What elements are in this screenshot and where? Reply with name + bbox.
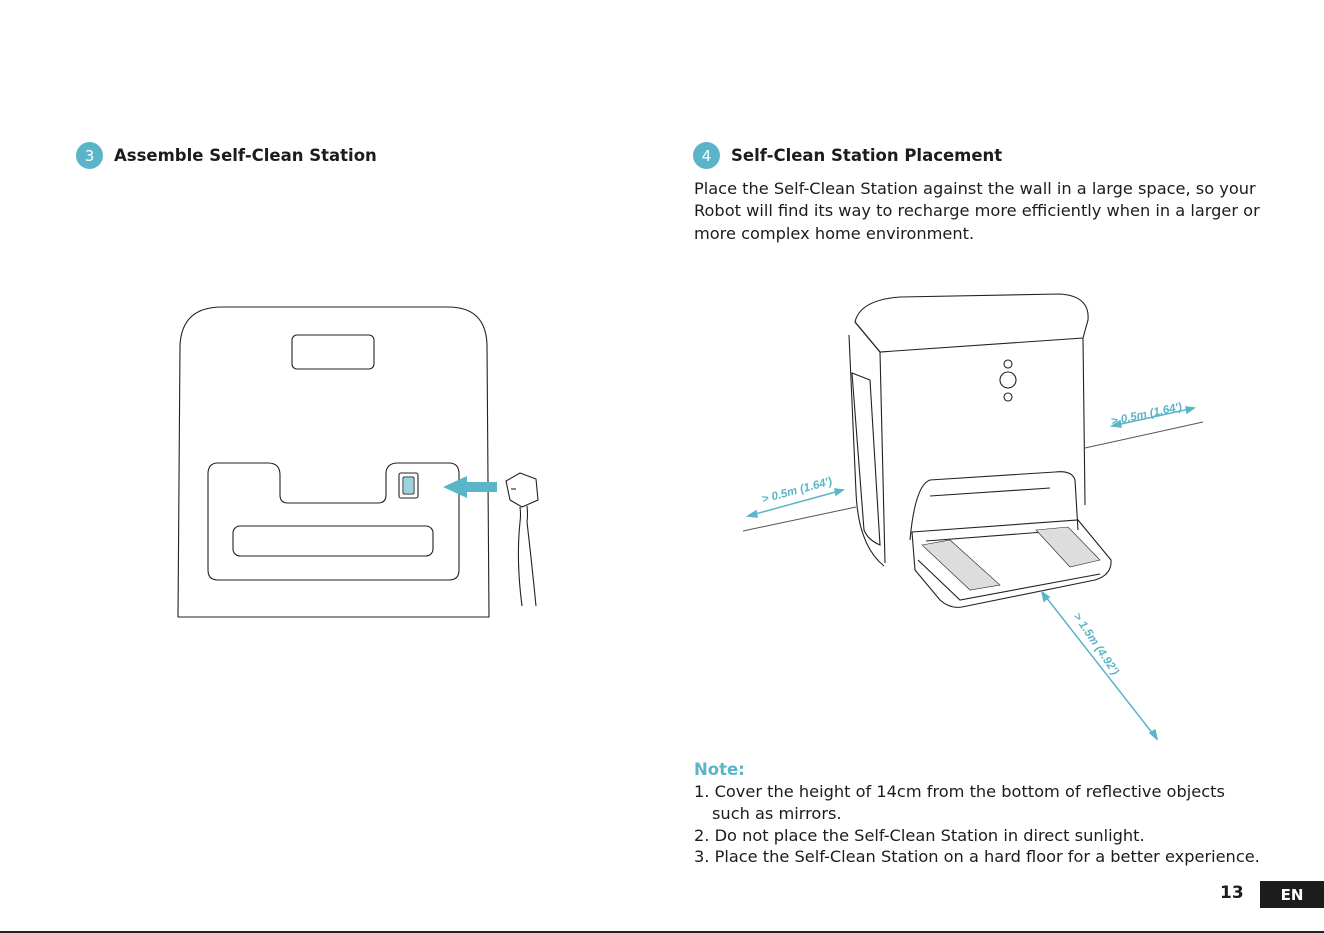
dimension-right-label: > 0.5m (1.64') <box>1110 401 1183 428</box>
step-4-header: 4 Self-Clean Station Placement <box>693 142 1002 169</box>
placement-intro: Place the Self-Clean Station against the… <box>694 179 1260 243</box>
language-tag: EN <box>1260 881 1324 908</box>
note-item: 3. Place the Self-Clean Station on a har… <box>694 847 1260 867</box>
note-item: 2. Do not place the Self-Clean Station i… <box>694 825 1145 845</box>
page-number: 13 <box>1220 883 1244 903</box>
bottom-rule <box>0 931 1324 933</box>
note-title: Note: <box>694 760 745 779</box>
step-3-header: 3 Assemble Self-Clean Station <box>76 142 377 169</box>
note-item: 1. Cover the height of 14cm from the bot… <box>694 782 1225 823</box>
dimension-front-label: > 1.5m (4.92') <box>1071 611 1121 678</box>
step-3-badge: 3 <box>76 142 103 169</box>
note-list: 1. Cover the height of 14cm from the bot… <box>694 781 1264 868</box>
dimension-left-label: > 0.5m (1.64') <box>761 476 834 506</box>
step-3-title: Assemble Self-Clean Station <box>114 146 377 165</box>
step-4-badge: 4 <box>693 142 720 169</box>
step-4-title: Self-Clean Station Placement <box>731 146 1003 165</box>
